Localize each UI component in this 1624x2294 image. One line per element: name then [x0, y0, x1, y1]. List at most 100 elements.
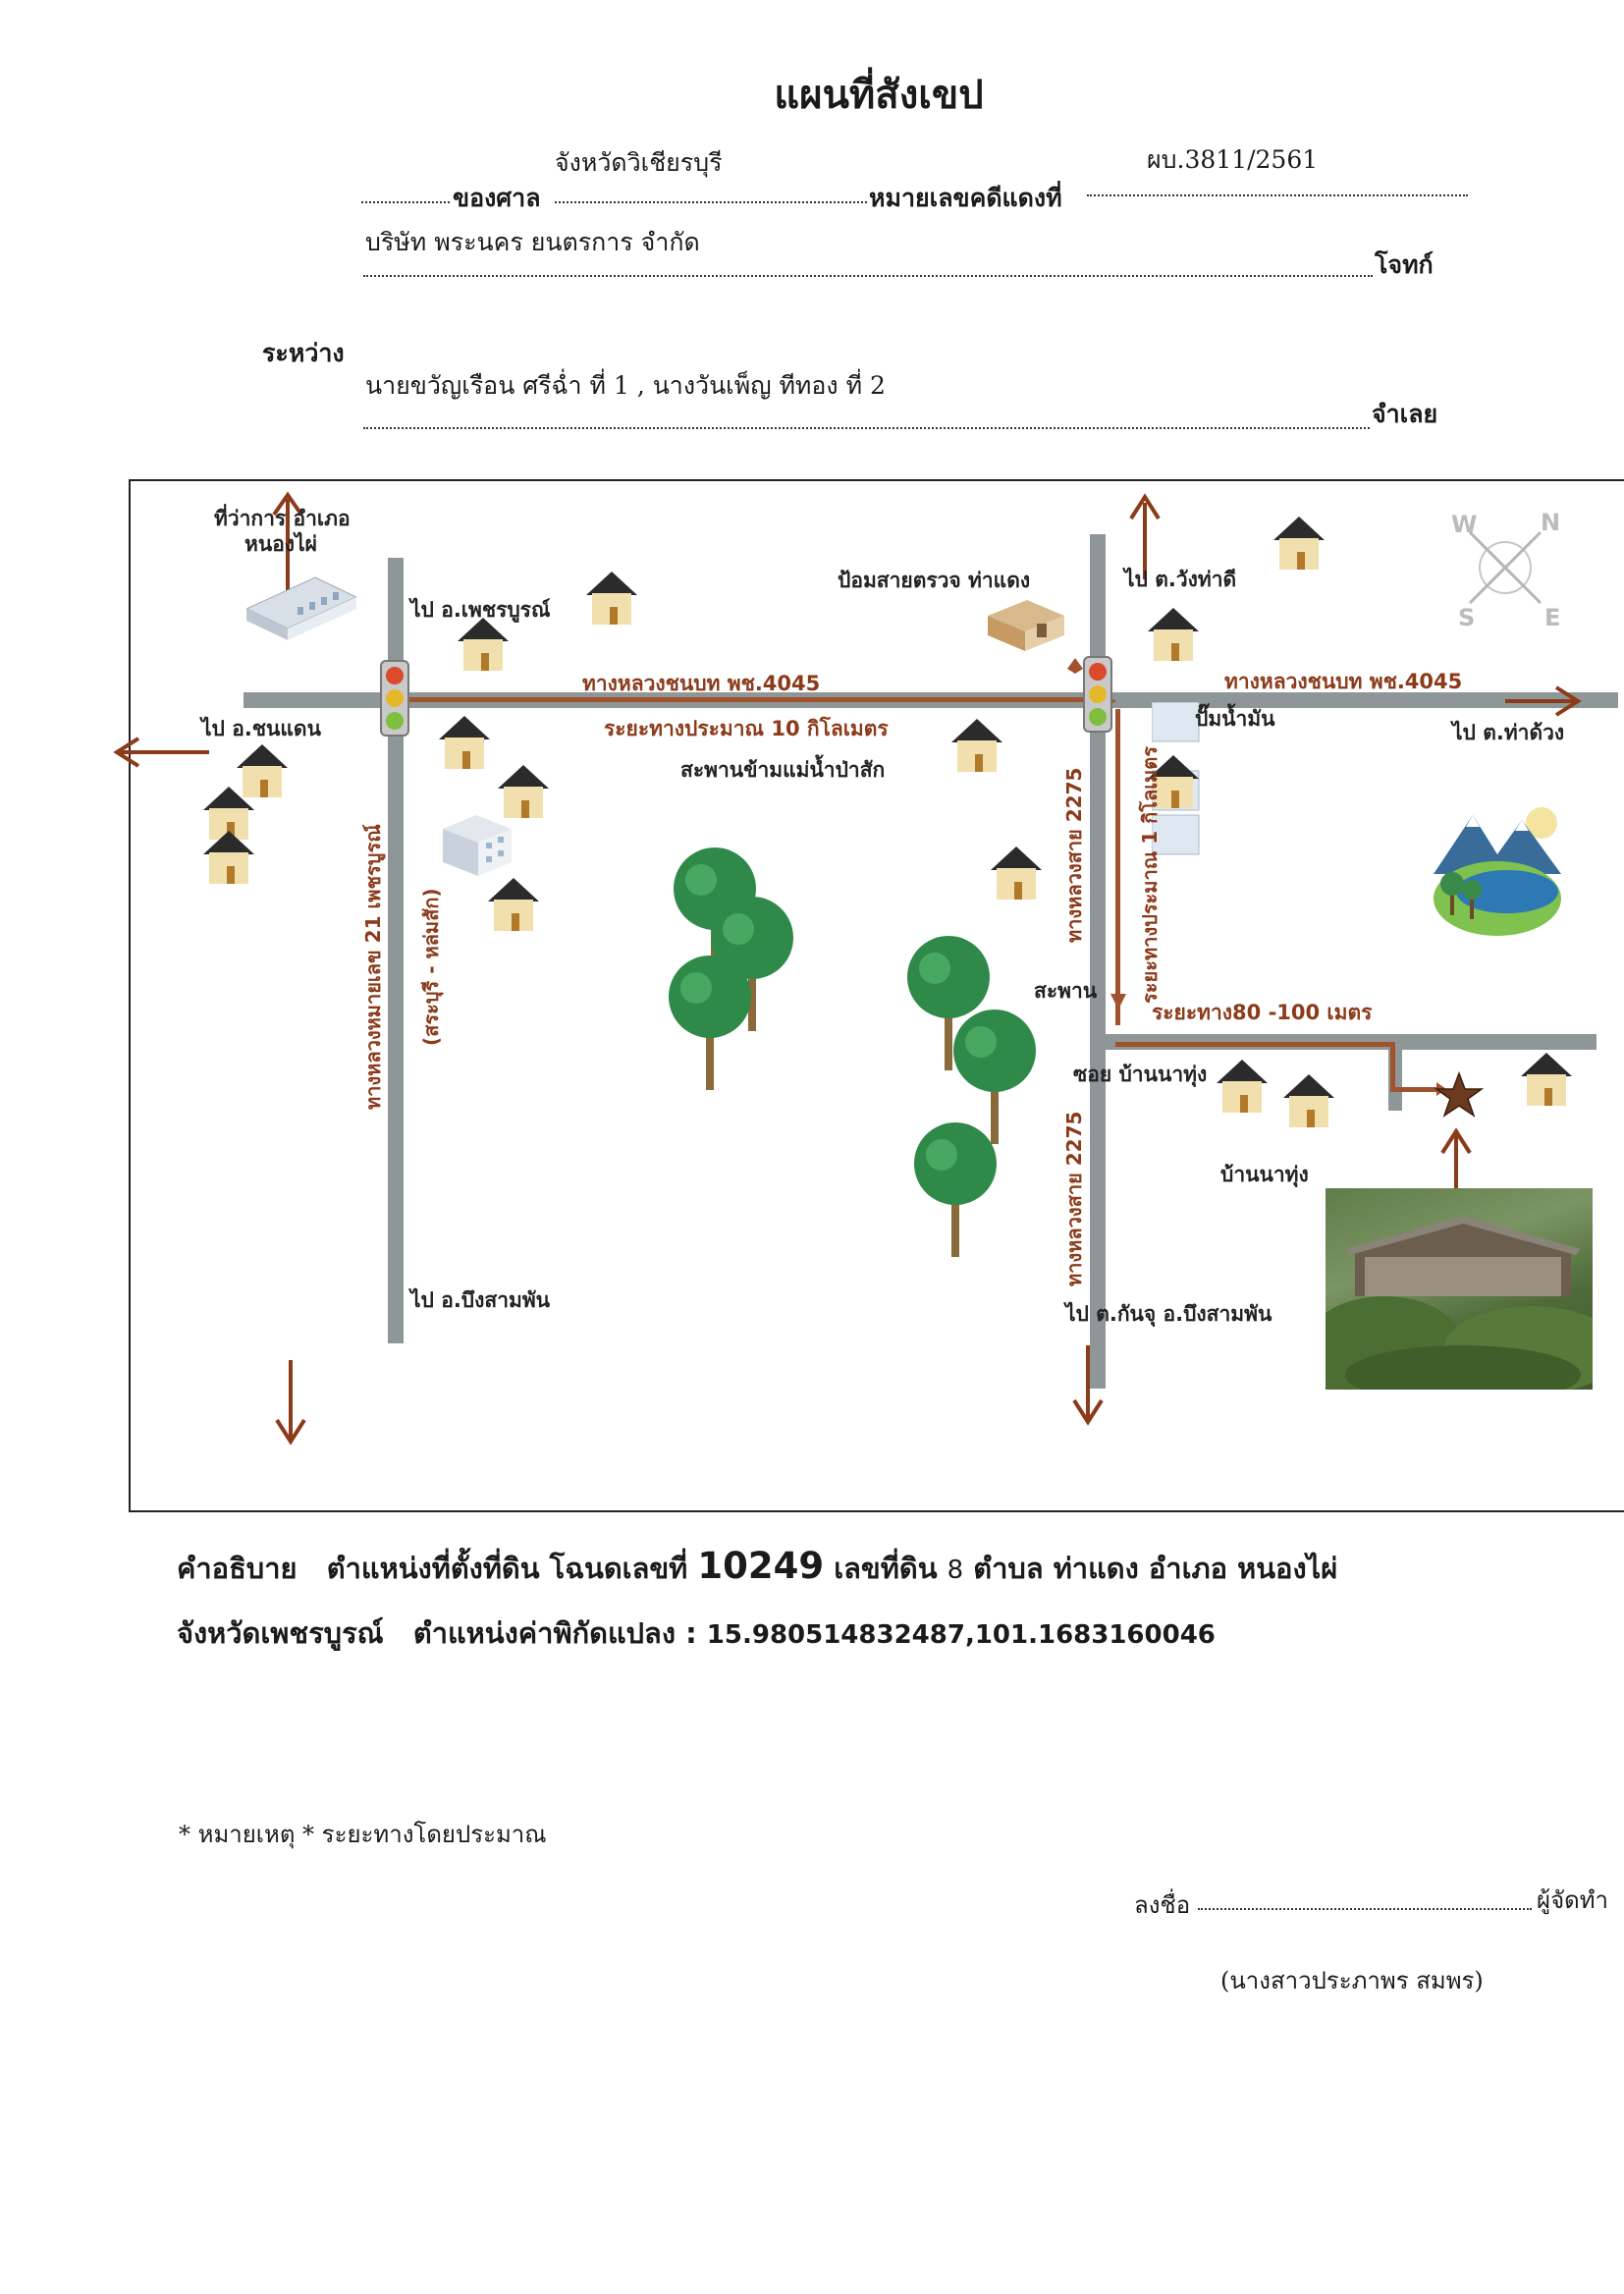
house-icon — [1273, 517, 1325, 570]
district-office-building-icon — [246, 576, 356, 640]
distance-80-100m-label: ระยะทาง80 -100 เมตร — [1152, 1001, 1373, 1024]
compass-s-label: S — [1458, 604, 1476, 631]
distance-note: * หมายเหตุ * ระยะทางโดยประมาณ — [179, 1821, 547, 1848]
case-no-value: ผบ.3811/2561 — [1147, 145, 1319, 174]
house-icon — [1217, 1060, 1268, 1113]
signer-role: ผู้จัดทำ — [1537, 1886, 1609, 1914]
to-phetchabun-label: ไป อ.เพชรบูรณ์ — [410, 598, 551, 622]
highway-21-road — [388, 558, 404, 1343]
highway-2275-road — [1090, 534, 1106, 1389]
district-office-name-label: หนองไผ่ — [244, 532, 317, 556]
plot-photo-image — [1326, 1188, 1593, 1390]
case-no-dots — [1087, 194, 1468, 196]
house-icon — [1283, 1074, 1334, 1127]
sign-label: ลงชื่อ — [1134, 1891, 1191, 1919]
land-number-label: เลขที่ดิน — [834, 1552, 938, 1585]
highway-2275-top-label: ทางหลวงสาย 2275 — [1062, 767, 1086, 943]
traffic-light-icon — [1083, 656, 1112, 733]
arrow-west — [113, 737, 209, 768]
house-icon — [1148, 755, 1199, 808]
traffic-light-icon — [380, 660, 409, 737]
signature-dots — [1198, 1908, 1532, 1910]
to-kan-chu-label: ไป ต.กันจุ อ.บึงสามพัน — [1065, 1302, 1272, 1326]
signer-name: (นางสาวประภาพร สมพร) — [1220, 1967, 1484, 1994]
to-wang-tha-di-label: ไป ต.วังท่าดี — [1124, 568, 1237, 591]
land-number: 8 — [947, 1556, 964, 1585]
court-label: ของศาล — [453, 184, 541, 212]
to-tha-duang-label: ไป ต.ท่าด้วง — [1452, 721, 1565, 744]
house-icon — [586, 572, 637, 625]
defendant-name: นายขวัญเรือน ศรีฉ่ำ ที่ 1 , นางวันเพ็ญ ท… — [365, 371, 886, 400]
police-box-label: ป้อมสายตรวจ ท่าแดง — [838, 569, 1031, 592]
house-icon — [951, 719, 1002, 772]
compass-w-label: W — [1451, 511, 1478, 538]
tree-icon — [953, 1010, 1036, 1144]
route-segment-2 — [1115, 709, 1120, 1025]
description-line-1: คำอธิบาย ตำแหน่งที่ตั้งที่ดิน โฉนดเลขที่… — [177, 1545, 1337, 1591]
plaintiff-name: บริษัท พระนคร ยนตรการ จำกัด — [365, 228, 700, 256]
case-no-label: หมายเลขคดีแดงที่ — [869, 184, 1062, 212]
route-segment-3 — [1115, 1042, 1393, 1047]
court-prefix-dots — [361, 201, 450, 203]
police-box-icon — [988, 600, 1064, 651]
rural-road-label-right: ทางหลวงชนบท พช.4045 — [1224, 670, 1463, 693]
subdistrict-district-text: ตำบล ท่าแดง อำเภอ หนองไผ่ — [973, 1552, 1338, 1585]
rural-road-label: ทางหลวงชนบท พช.4045 — [582, 672, 821, 695]
arrow-south-right — [1072, 1345, 1104, 1426]
description-line-2: จังหวัดเพชรบูรณ์ ตำแหน่งค่าพิกัดแปลง : 1… — [177, 1611, 1216, 1656]
tree-icon — [711, 897, 793, 1031]
house-icon — [1521, 1053, 1572, 1106]
arrow-to-plot — [1440, 1127, 1472, 1198]
house-icon — [991, 847, 1042, 900]
court-value: จังหวัดวิเชียรบุรี — [555, 148, 723, 177]
between-label: ระหว่าง — [262, 339, 345, 367]
arrow-north-left — [272, 491, 303, 597]
tree-icon — [669, 956, 751, 1090]
route-arrow-head-3 — [1110, 994, 1126, 1010]
plaintiff-dots — [363, 275, 1373, 277]
arrow-south-left — [275, 1360, 306, 1446]
house-icon — [1148, 608, 1199, 661]
apartment-building-icon — [443, 815, 512, 876]
coordinates-value: 15.980514832487,101.1683160046 — [706, 1620, 1216, 1650]
to-bueng-sam-phan-label: ไป อ.บึงสามพัน — [410, 1288, 551, 1312]
house-icon — [439, 716, 490, 769]
page-title: แผนที่สังเขป — [774, 72, 984, 118]
map-arrows — [113, 491, 1582, 1446]
gas-station-label: ปั๊มน้ำมัน — [1195, 707, 1275, 731]
route-segment-1 — [396, 697, 1088, 702]
distance-10km-label: ระยะทางประมาณ 10 กิโลเมตร — [604, 717, 889, 740]
house-icon — [237, 744, 288, 797]
district-office-label: ที่ว่าการ อำเภอ — [214, 507, 351, 530]
highway-2275-bottom-label: ทางหลวงสาย 2275 — [1062, 1111, 1086, 1286]
tree-icon — [907, 936, 990, 1070]
defendant-dots — [363, 427, 1370, 429]
arrow-east — [1505, 685, 1582, 717]
house-icon — [458, 618, 509, 671]
mountain-lake-icon — [1434, 807, 1561, 936]
bridge-pa-sak-label: สะพานข้ามแม่น้ำป่าสัก — [680, 758, 886, 782]
province-text: จังหวัดเพชรบูรณ์ — [177, 1616, 384, 1650]
house-icon — [203, 831, 254, 884]
description-location-text: ตำแหน่งที่ตั้งที่ดิน โฉนดเลขที่ — [326, 1552, 688, 1585]
court-dots — [555, 201, 867, 203]
to-chon-daen-label: ไป อ.ชนแดน — [201, 717, 321, 740]
compass-icon — [1468, 530, 1543, 605]
deed-number: 10249 — [697, 1545, 825, 1587]
compass-n-label: N — [1541, 509, 1561, 536]
route-segment-5 — [1390, 1087, 1437, 1092]
arrow-north-right — [1129, 493, 1161, 579]
coordinates-label: ตำแหน่งค่าพิกัดแปลง : — [412, 1616, 697, 1650]
highway-21-label: ทางหลวงหมายเลข 21 เพชรบูรณ์ — [361, 824, 385, 1110]
compass-e-label: E — [1544, 604, 1561, 631]
house-icon — [488, 878, 539, 931]
tree-icon — [914, 1122, 997, 1257]
target-star-icon — [1434, 1070, 1485, 1118]
plaintiff-label: โจทก์ — [1375, 250, 1434, 279]
map-frame: W N S E ที่ว่าการ อำเภอ หนองไผ่ ไป อ.เพช… — [113, 479, 1624, 1512]
soi-ban-na-label: ซอย บ้านนาทุ่ง — [1073, 1063, 1208, 1086]
house-icon — [498, 765, 549, 818]
highway-21-sub-label: (สระบุรี - หล่มสัก) — [419, 888, 443, 1046]
defendant-label: จำเลย — [1372, 400, 1438, 428]
description-label: คำอธิบาย — [177, 1552, 298, 1585]
